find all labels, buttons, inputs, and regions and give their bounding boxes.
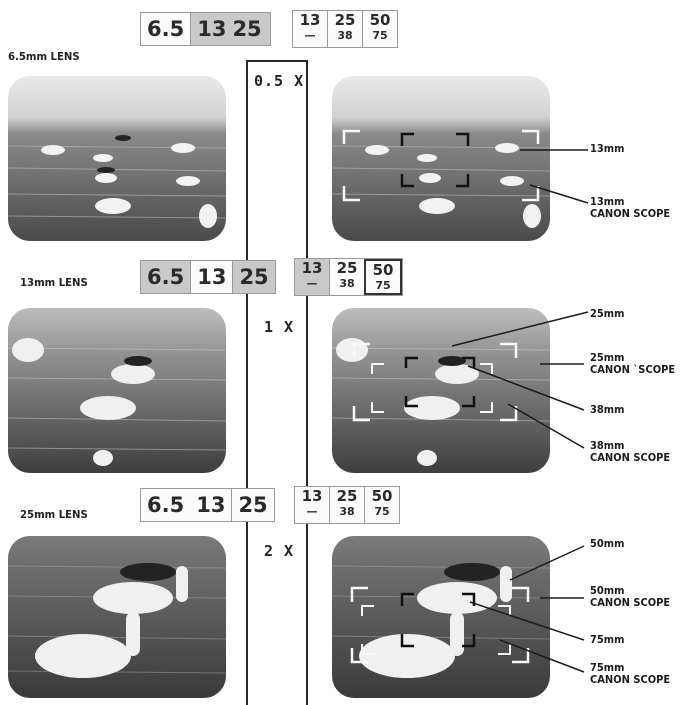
callout-25mm: 25mm [590,308,624,320]
callout-50mm-canon-scope: 50mm CANON SCOPE [590,585,670,609]
callout-75mm: 75mm [590,634,624,646]
callout-75mm-canon-scope: 75mm CANON SCOPE [590,662,670,686]
callout-25mm-canon-scope: 25mm CANON `SCOPE [590,352,675,376]
callout-13mm: 13mm [590,143,624,155]
callout-13mm-canon-scope: 13mm CANON SCOPE [590,196,670,220]
callout-50mm: 50mm [590,538,624,550]
callout-38mm-canon-scope: 38mm CANON SCOPE [590,440,670,464]
callout-38mm: 38mm [590,404,624,416]
